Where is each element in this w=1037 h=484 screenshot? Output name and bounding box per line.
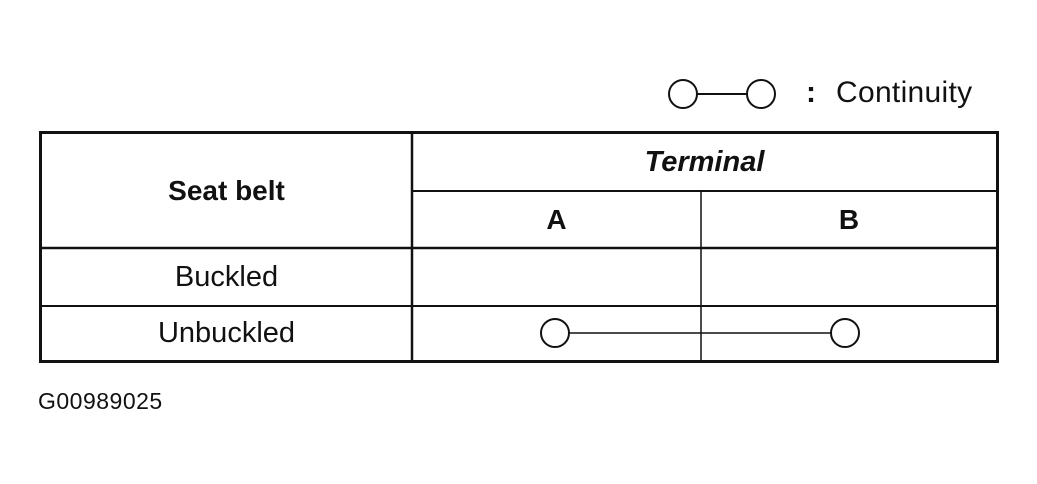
legend: : Continuity <box>666 74 996 114</box>
row-label-unbuckled: Unbuckled <box>157 317 296 349</box>
column-header-b: B <box>838 203 860 235</box>
continuity-table: Seat belt Terminal A B Buckled Unbuckled <box>39 131 999 363</box>
seat-belt-header: Seat belt <box>168 174 285 206</box>
legend-label: Continuity <box>836 76 973 109</box>
figure-id: G00989025 <box>38 388 163 414</box>
unbuckled-continuity-icon <box>540 318 860 348</box>
row-label-buckled: Buckled <box>174 260 279 293</box>
terminal-header: Terminal <box>644 145 765 178</box>
column-header-a: A <box>546 203 567 235</box>
table-grid <box>39 131 999 363</box>
continuity-symbol-icon <box>668 79 776 109</box>
legend-colon: : <box>806 76 816 109</box>
